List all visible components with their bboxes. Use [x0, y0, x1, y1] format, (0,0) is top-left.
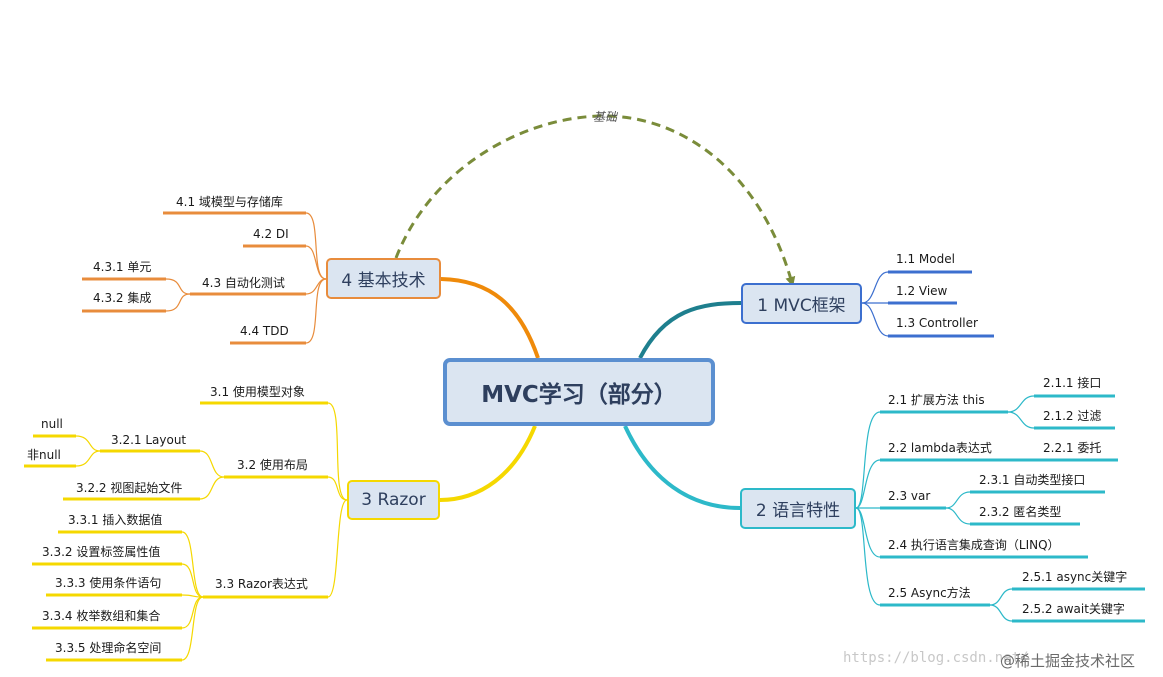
connector-3-3 [327, 499, 348, 598]
subtopic-domain-model[interactable]: 4.1 域模型与存储库 [176, 195, 283, 209]
connector-3-2-1 [199, 450, 225, 478]
connector-3-3-5 [181, 596, 204, 661]
connector-2-4 [855, 507, 881, 558]
subtopic-model-object[interactable]: 3.1 使用模型对象 [210, 385, 305, 399]
connector-4-4 [305, 278, 327, 344]
relationship-arrow [394, 114, 796, 287]
connector-2-3-2 [945, 507, 971, 525]
connector-3-2-1-2 [75, 450, 101, 467]
connector-3-2-2 [199, 476, 225, 500]
branch-connector-tech [440, 277, 540, 359]
branch-connector-razor [439, 425, 537, 502]
topic-basic-techniques[interactable]: 4 基本技术 [326, 258, 441, 299]
connector-2-5-2 [989, 604, 1013, 622]
subtopic-delegate[interactable]: 2.2.1 委托 [1043, 441, 1102, 455]
subtopic-integration[interactable]: 4.3.2 集成 [93, 291, 152, 305]
subtopic-filter[interactable]: 2.1.2 过滤 [1043, 409, 1102, 423]
connector-4-3 [305, 278, 327, 295]
subtopic-set-attribute[interactable]: 3.3.2 设置标签属性值 [42, 545, 161, 559]
connector-2-5-1 [989, 588, 1013, 606]
subtopic-layout[interactable]: 3.2.1 Layout [111, 433, 187, 447]
connector-3-3-1 [181, 531, 204, 598]
watermark-brand: @稀土掘金技术社区 [1000, 652, 1136, 670]
subtopic-view[interactable]: 1.2 View [896, 284, 948, 298]
watermark-url: https://blog.csdn.net/ [843, 650, 1029, 666]
subtopic-var[interactable]: 2.3 var [888, 489, 931, 503]
subtopic-not-null[interactable]: 非null [27, 448, 61, 462]
subtopic-conditional[interactable]: 3.3.3 使用条件语句 [55, 576, 162, 590]
connector-2-1 [855, 411, 881, 509]
subtopic-di[interactable]: 4.2 DI [253, 227, 289, 241]
subtopic-null[interactable]: null [41, 417, 63, 431]
subtopic-extension-methods[interactable]: 2.1 扩展方法 this [888, 393, 985, 407]
connector-1-3 [861, 302, 889, 337]
subtopic-automated-testing[interactable]: 4.3 自动化测试 [202, 276, 285, 290]
subtopic-controller[interactable]: 1.3 Controller [896, 316, 978, 330]
subtopic-view-start[interactable]: 3.2.2 视图起始文件 [76, 481, 183, 495]
connector-3-2-1-1 [75, 435, 101, 452]
connector-2-1-1 [1007, 395, 1035, 413]
connector-4-1 [305, 212, 327, 280]
connector-2-2 [855, 459, 881, 509]
branch-connector-lang [623, 425, 741, 510]
central-topic[interactable]: MVC学习（部分） [443, 358, 715, 426]
subtopic-interface[interactable]: 2.1.1 接口 [1043, 376, 1102, 390]
topic-language-features[interactable]: 2 语言特性 [740, 488, 856, 529]
subtopic-model[interactable]: 1.1 Model [896, 252, 955, 266]
connector-3-1 [327, 402, 348, 501]
subtopic-insert-data[interactable]: 3.3.1 插入数据值 [68, 513, 163, 527]
subtopic-razor-expressions[interactable]: 3.3 Razor表达式 [215, 577, 308, 591]
connector-4-3-2 [165, 293, 191, 312]
subtopic-async-methods[interactable]: 2.5 Async方法 [888, 586, 971, 600]
connector-2-3-1 [945, 491, 971, 509]
connector-4-2 [305, 245, 327, 280]
subtopic-linq[interactable]: 2.4 执行语言集成查询（LINQ） [888, 538, 1060, 552]
subtopic-enumerate[interactable]: 3.3.4 枚举数组和集合 [42, 609, 161, 623]
connector-3-3-2 [181, 563, 204, 598]
connector-2-5 [855, 507, 881, 606]
connector-1-1 [861, 271, 889, 304]
subtopic-unit[interactable]: 4.3.1 单元 [93, 260, 152, 274]
subtopic-lambda[interactable]: 2.2 lambda表达式 [888, 441, 992, 455]
relationship-label: 基础 [593, 110, 618, 124]
topic-mvc-framework[interactable]: 1 MVC框架 [741, 283, 862, 324]
connector-2-1-2 [1007, 411, 1035, 429]
subtopic-async-keyword[interactable]: 2.5.1 async关键字 [1022, 570, 1128, 584]
subtopic-namespaces[interactable]: 3.3.5 处理命名空间 [55, 641, 162, 655]
subtopic-tdd[interactable]: 4.4 TDD [240, 324, 289, 338]
connector-3-3-4 [181, 596, 204, 629]
connector-3-2 [327, 476, 348, 501]
topic-razor[interactable]: 3 Razor [347, 480, 440, 520]
connector-4-3-1 [165, 278, 191, 295]
subtopic-use-layout[interactable]: 3.2 使用布局 [237, 458, 308, 472]
branch-connector-mvc [638, 301, 742, 359]
subtopic-await-keyword[interactable]: 2.5.2 await关键字 [1022, 602, 1125, 616]
subtopic-anonymous-type[interactable]: 2.3.2 匿名类型 [979, 505, 1062, 519]
subtopic-auto-type[interactable]: 2.3.1 自动类型接口 [979, 473, 1086, 487]
